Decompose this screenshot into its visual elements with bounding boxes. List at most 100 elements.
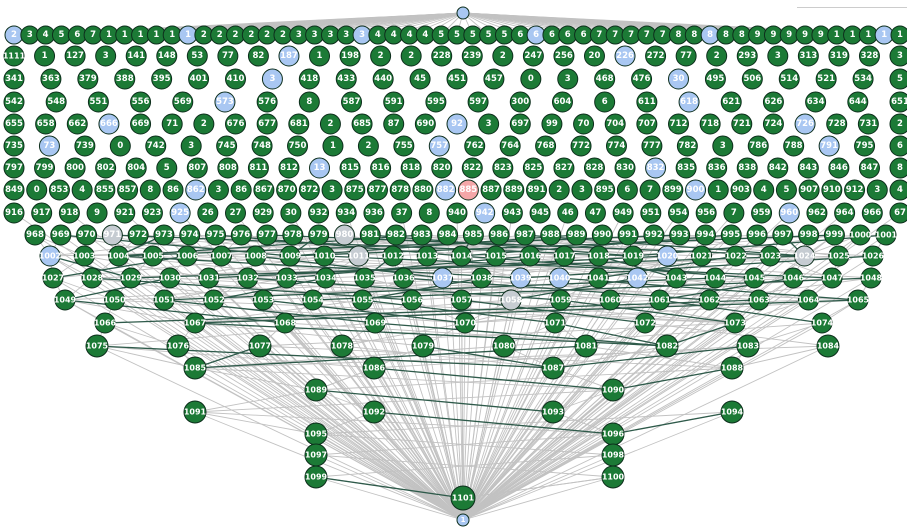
graph-node[interactable] (641, 135, 663, 157)
graph-node[interactable] (751, 202, 773, 224)
graph-node[interactable] (583, 157, 605, 179)
graph-node[interactable] (304, 465, 328, 489)
graph-node[interactable] (446, 68, 468, 90)
graph-node[interactable] (862, 245, 884, 267)
graph-node[interactable] (736, 334, 760, 358)
graph-node[interactable] (594, 68, 616, 90)
graph-node[interactable] (889, 91, 907, 113)
graph-node[interactable] (889, 157, 907, 179)
graph-node[interactable] (645, 45, 667, 67)
graph-node[interactable] (529, 202, 551, 224)
graph-node[interactable] (166, 334, 190, 358)
graph-node[interactable] (304, 422, 328, 446)
graph-node[interactable] (461, 157, 483, 179)
graph-node[interactable] (748, 25, 768, 45)
graph-node[interactable] (818, 135, 840, 157)
graph-node[interactable] (38, 135, 60, 157)
graph-node[interactable] (145, 135, 167, 157)
graph-node[interactable] (315, 267, 337, 289)
graph-node[interactable] (479, 25, 499, 45)
graph-node[interactable] (889, 45, 907, 67)
graph-node[interactable] (400, 25, 420, 45)
graph-node[interactable] (58, 202, 80, 224)
graph-node[interactable] (385, 224, 407, 246)
graph-node[interactable] (370, 45, 392, 67)
graph-node[interactable] (514, 224, 536, 246)
graph-node[interactable] (230, 224, 252, 246)
graph-node[interactable] (280, 202, 302, 224)
graph-node[interactable] (248, 334, 272, 358)
graph-node[interactable] (720, 91, 742, 113)
graph-node[interactable] (706, 45, 728, 67)
graph-node[interactable] (251, 135, 273, 157)
graph-node[interactable] (274, 312, 296, 334)
graph-node[interactable] (322, 135, 344, 157)
graph-node[interactable] (779, 25, 799, 45)
graph-node[interactable] (707, 179, 729, 201)
graph-node[interactable] (162, 25, 182, 45)
graph-node[interactable] (66, 113, 88, 135)
graph-node[interactable] (857, 113, 879, 135)
graph-node[interactable] (54, 289, 76, 311)
graph-node[interactable] (34, 157, 56, 179)
graph-node[interactable] (591, 224, 613, 246)
graph-node[interactable] (653, 25, 673, 45)
graph-node[interactable] (180, 135, 202, 157)
graph-node[interactable] (794, 113, 816, 135)
graph-node[interactable] (131, 25, 151, 45)
graph-node[interactable] (763, 25, 783, 45)
graph-node[interactable] (605, 25, 625, 45)
graph-node[interactable] (245, 245, 267, 267)
graph-node[interactable] (3, 157, 25, 179)
graph-node[interactable] (352, 25, 372, 45)
graph-node[interactable] (655, 334, 679, 358)
graph-node[interactable] (3, 179, 25, 201)
graph-node[interactable] (544, 312, 566, 334)
graph-node[interactable] (308, 224, 330, 246)
graph-node[interactable] (48, 179, 70, 201)
graph-node[interactable] (85, 334, 109, 358)
graph-node[interactable] (74, 135, 96, 157)
graph-node[interactable] (540, 224, 562, 246)
graph-node[interactable] (35, 113, 57, 135)
graph-node[interactable] (685, 179, 707, 201)
graph-node[interactable] (3, 91, 25, 113)
graph-node[interactable] (849, 224, 871, 246)
graph-node[interactable] (622, 245, 644, 267)
graph-node[interactable] (308, 202, 330, 224)
graph-node[interactable] (256, 224, 278, 246)
graph-node[interactable] (558, 25, 578, 45)
graph-node[interactable] (522, 45, 544, 67)
graph-node[interactable] (193, 113, 215, 135)
graph-node[interactable] (762, 91, 784, 113)
graph-node[interactable] (226, 25, 245, 45)
graph-node[interactable] (509, 267, 531, 289)
graph-node[interactable] (566, 224, 588, 246)
graph-node[interactable] (467, 91, 489, 113)
graph-node[interactable] (304, 443, 328, 467)
graph-node[interactable] (351, 289, 373, 311)
graph-node[interactable] (811, 25, 831, 45)
graph-node[interactable] (736, 45, 758, 67)
graph-node[interactable] (247, 45, 269, 67)
graph-node[interactable] (806, 202, 828, 224)
graph-node[interactable] (676, 135, 698, 157)
search-input[interactable] (797, 0, 907, 8)
graph-node[interactable] (139, 179, 161, 201)
graph-node[interactable] (252, 289, 274, 311)
graph-node[interactable] (186, 45, 208, 67)
graph-node[interactable] (278, 45, 300, 67)
graph-node[interactable] (730, 179, 752, 201)
graph-node[interactable] (828, 157, 850, 179)
graph-node[interactable] (656, 245, 678, 267)
graph-node[interactable] (457, 179, 479, 201)
graph-node[interactable] (67, 25, 87, 45)
graph-node[interactable] (298, 91, 320, 113)
graph-node[interactable] (594, 179, 616, 201)
graph-node[interactable] (241, 25, 261, 45)
graph-node[interactable] (574, 25, 594, 45)
graph-node[interactable] (362, 356, 386, 380)
graph-node[interactable] (503, 179, 525, 201)
graph-node[interactable] (313, 245, 335, 267)
graph-node[interactable] (823, 224, 845, 246)
